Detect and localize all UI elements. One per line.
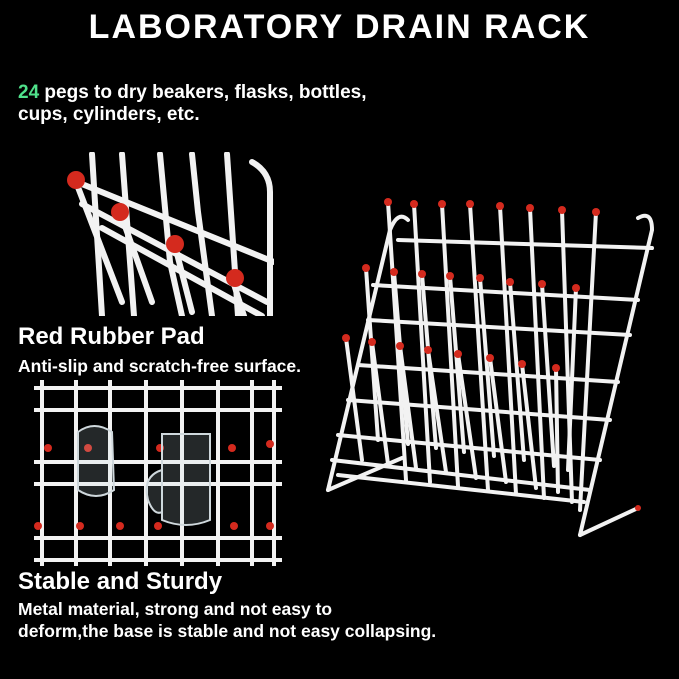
feature-text-rubber-pad: Anti-slip and scratch-free surface. — [18, 356, 301, 376]
feature-heading-stable: Stable and Sturdy — [18, 568, 223, 595]
page-title: LABORATORY DRAIN RACK — [88, 8, 591, 46]
drain-rack-image — [326, 198, 655, 537]
intro-line2: cups, cylinders, etc. — [18, 104, 200, 125]
feature-text-stable-2: deform,the base is stable and not easy c… — [18, 621, 437, 641]
feature-text-stable-1: Metal material, strong and not easy to — [18, 599, 333, 619]
feature-heading-rubber-pad: Red Rubber Pad — [18, 323, 205, 350]
intro-line1: pegs to dry beakers, flasks, bottles, — [39, 82, 367, 103]
rubber-pad-closeup-image — [62, 152, 274, 316]
intro-text: 24 pegs to dry beakers, flasks, bottles,… — [18, 82, 366, 126]
peg-count: 24 — [18, 82, 40, 103]
beaker-grid-closeup-image — [34, 380, 282, 566]
